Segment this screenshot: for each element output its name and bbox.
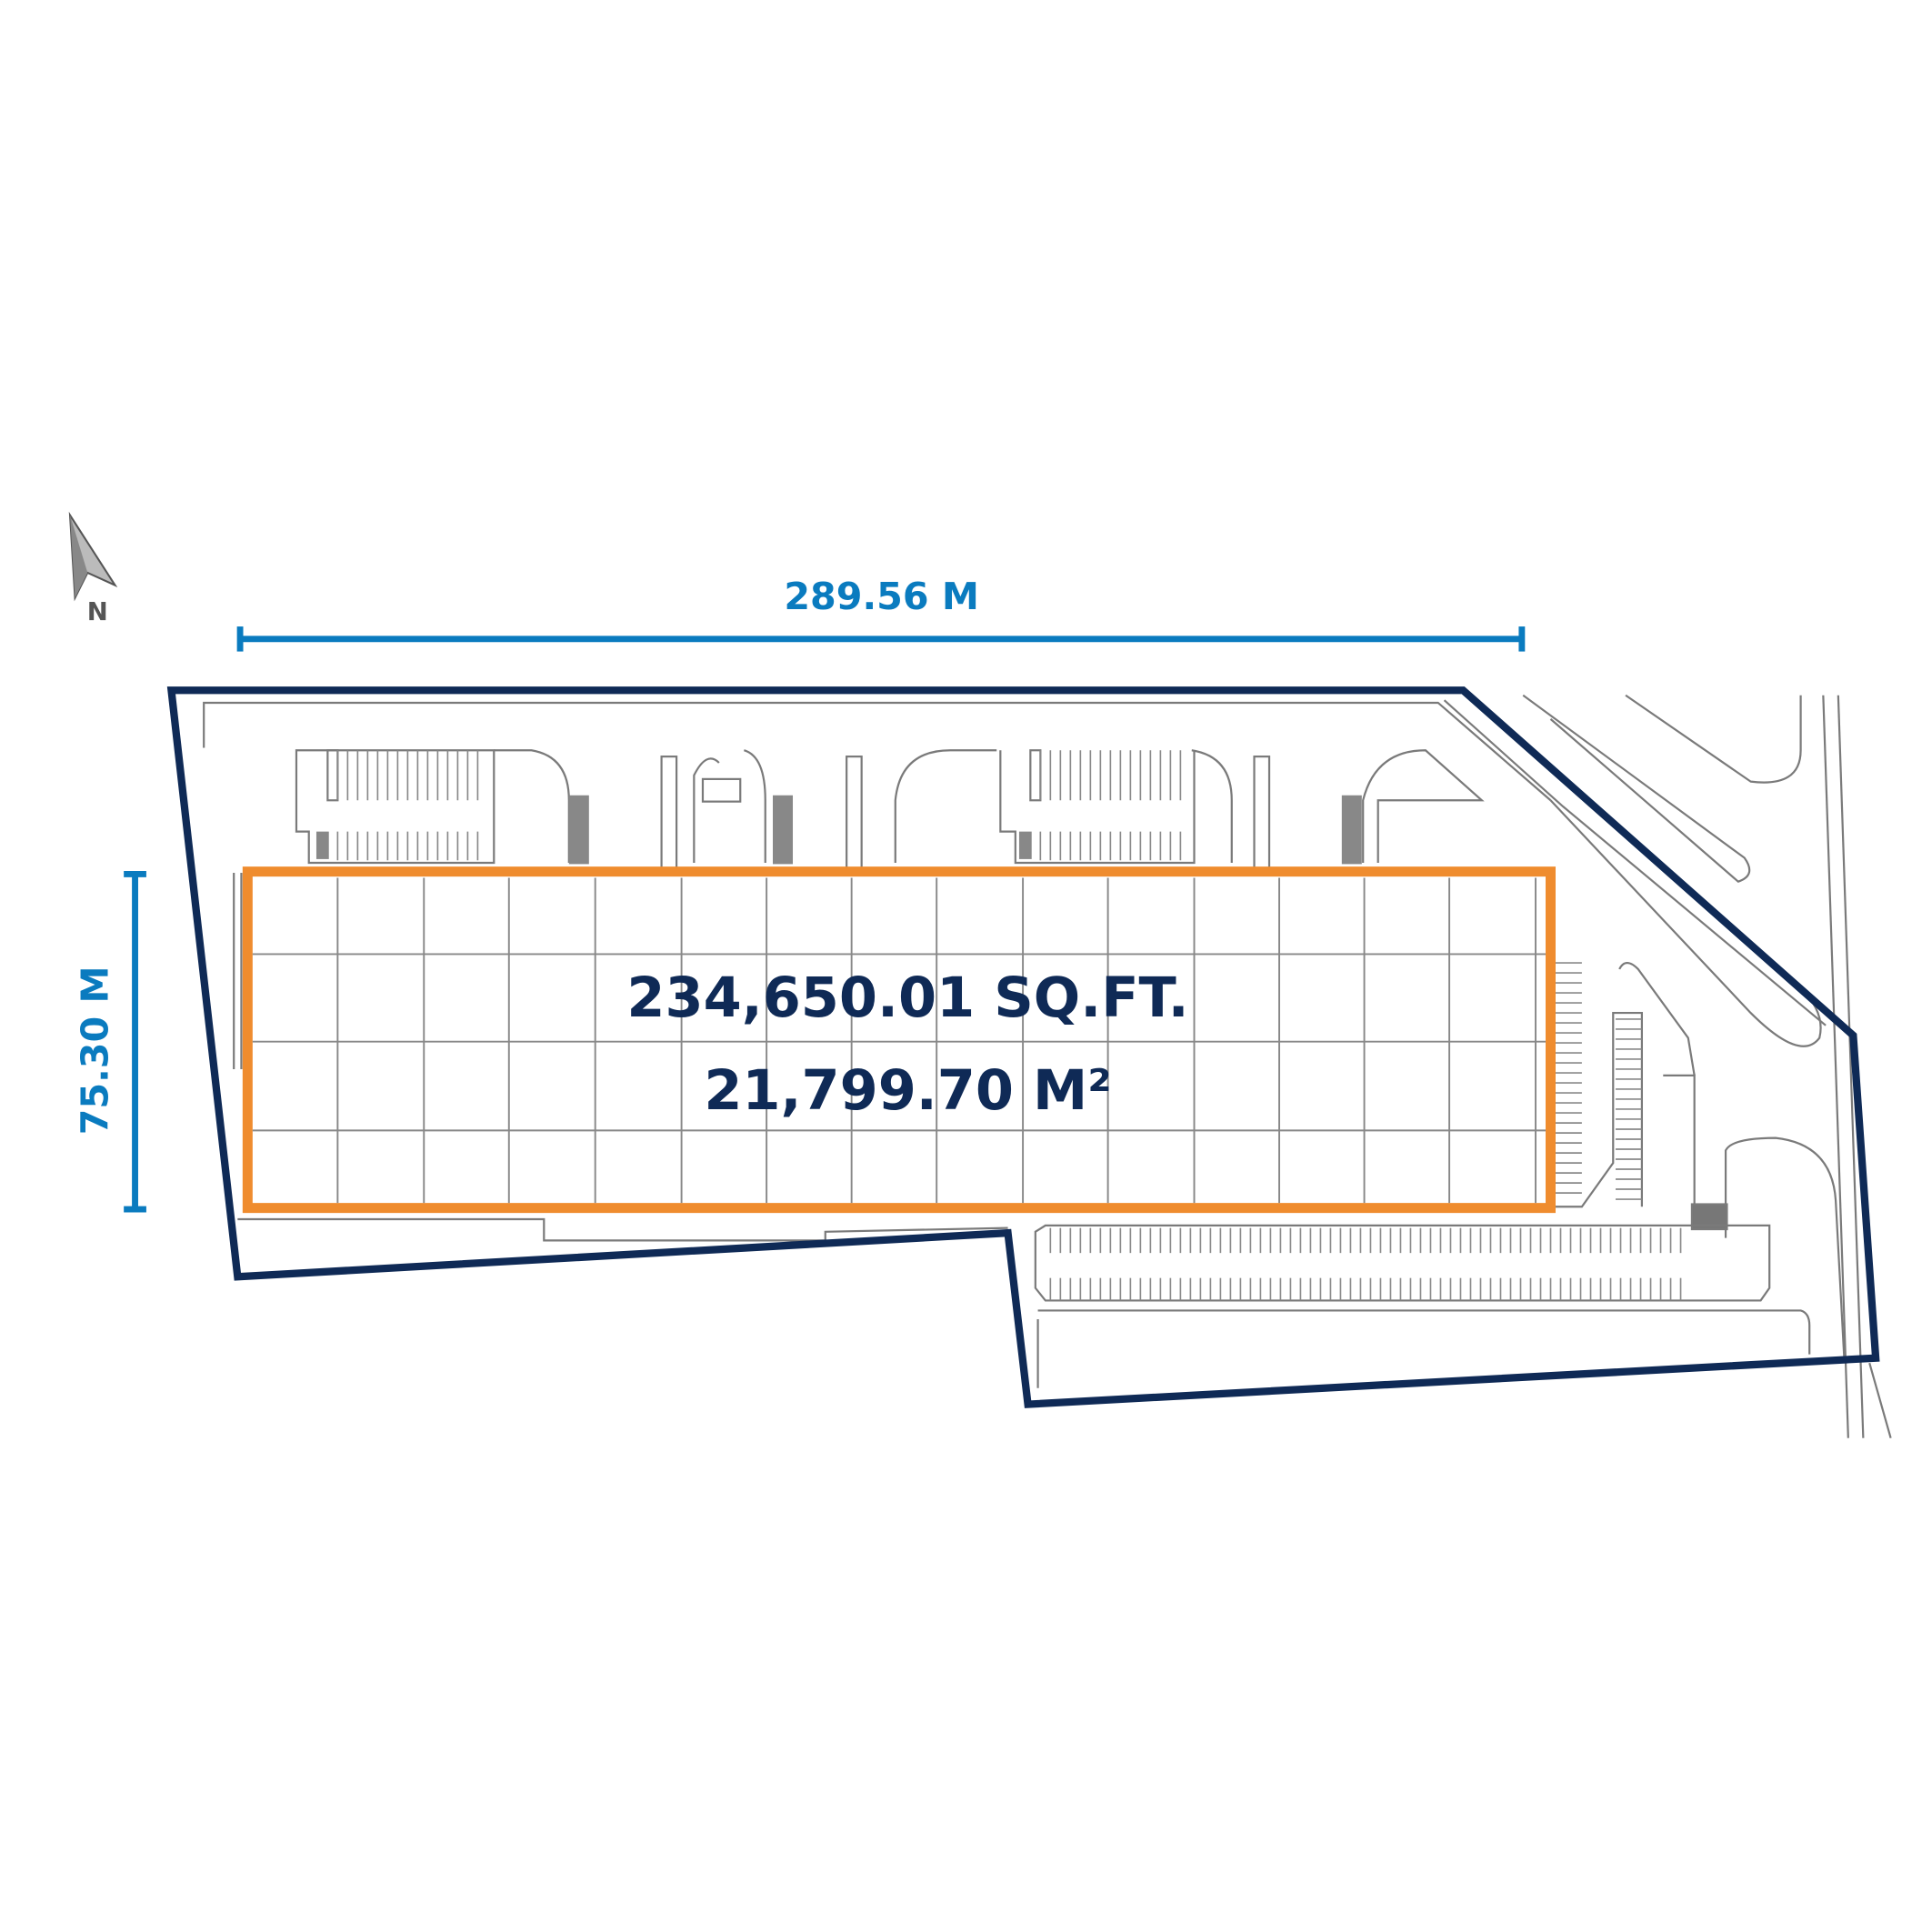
depth-dimension-line	[124, 870, 146, 1213]
loading-dock	[1341, 795, 1362, 865]
width-dimension-line	[236, 626, 1526, 652]
width-dimension-label: 289.56 M	[784, 575, 979, 618]
loading-dock	[1018, 831, 1032, 859]
building-area-m2: 21,799.70 M²	[704, 1059, 1111, 1123]
parking-stalls	[336, 750, 1682, 1301]
loading-dock	[568, 795, 589, 865]
property-boundary	[166, 686, 1880, 1408]
north-label: N	[87, 597, 108, 626]
loading-dock	[315, 831, 329, 859]
building-area-sqft: 234,650.01 SQ.FT.	[626, 966, 1188, 1030]
building-footprint	[242, 866, 1557, 1214]
depth-dimension-label: 75.30 M	[73, 966, 116, 1135]
loading-dock	[773, 795, 794, 865]
north-arrow-icon	[68, 511, 118, 602]
loading-docks	[315, 795, 1362, 865]
building-grid	[252, 877, 1546, 1204]
